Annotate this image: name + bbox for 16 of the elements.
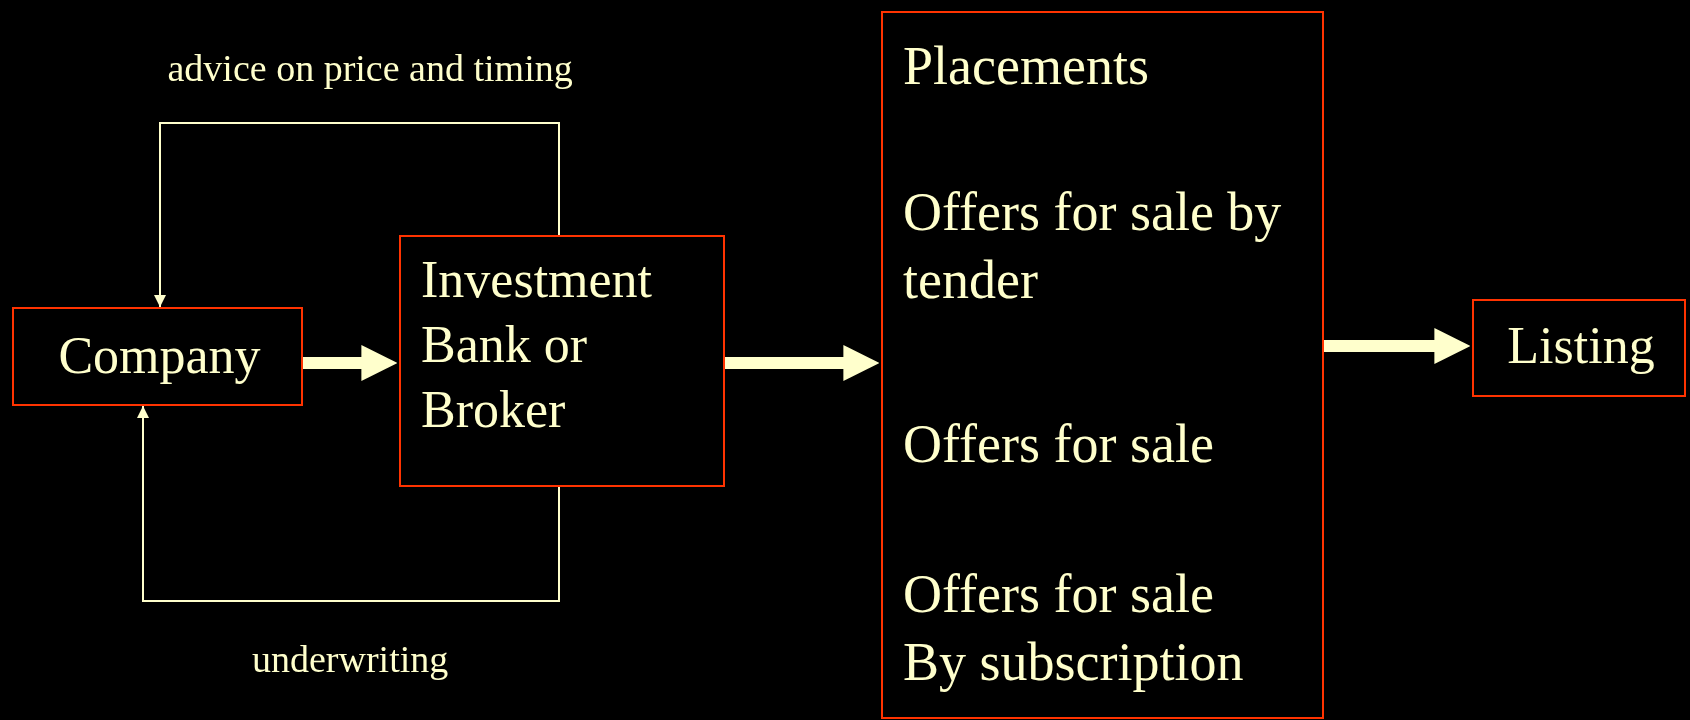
arrow [725,345,880,381]
box-text: Offers for sale By subscription [903,563,1245,694]
process-box [881,11,1324,719]
box-text: Placements [903,35,1149,98]
process-box [1472,299,1686,397]
box-text: Company [57,326,262,386]
box-text: Offers for sale [903,413,1214,476]
arrow [303,345,398,381]
box-text: Listing [1506,316,1656,376]
arrow [137,405,560,602]
process-box [399,235,725,487]
process-box [12,307,303,406]
arrow [1324,328,1471,364]
box-text: Offers for sale by tender [903,181,1283,312]
arrow [154,122,560,308]
box-text: Investment Bank or Broker [421,250,654,440]
